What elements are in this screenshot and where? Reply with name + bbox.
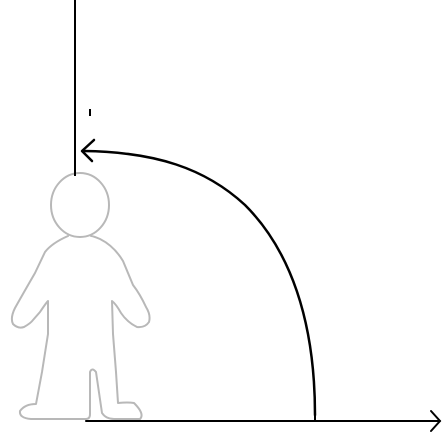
person-body bbox=[10, 235, 151, 420]
horizontal-arrow bbox=[85, 410, 442, 432]
curved-arrow bbox=[80, 138, 317, 417]
curved-arrow-arc bbox=[82, 149, 317, 417]
horizontal-arrow-head bbox=[430, 410, 442, 432]
person-figure bbox=[10, 172, 151, 420]
person-head bbox=[50, 172, 110, 238]
curved-arrow-head bbox=[80, 138, 96, 163]
